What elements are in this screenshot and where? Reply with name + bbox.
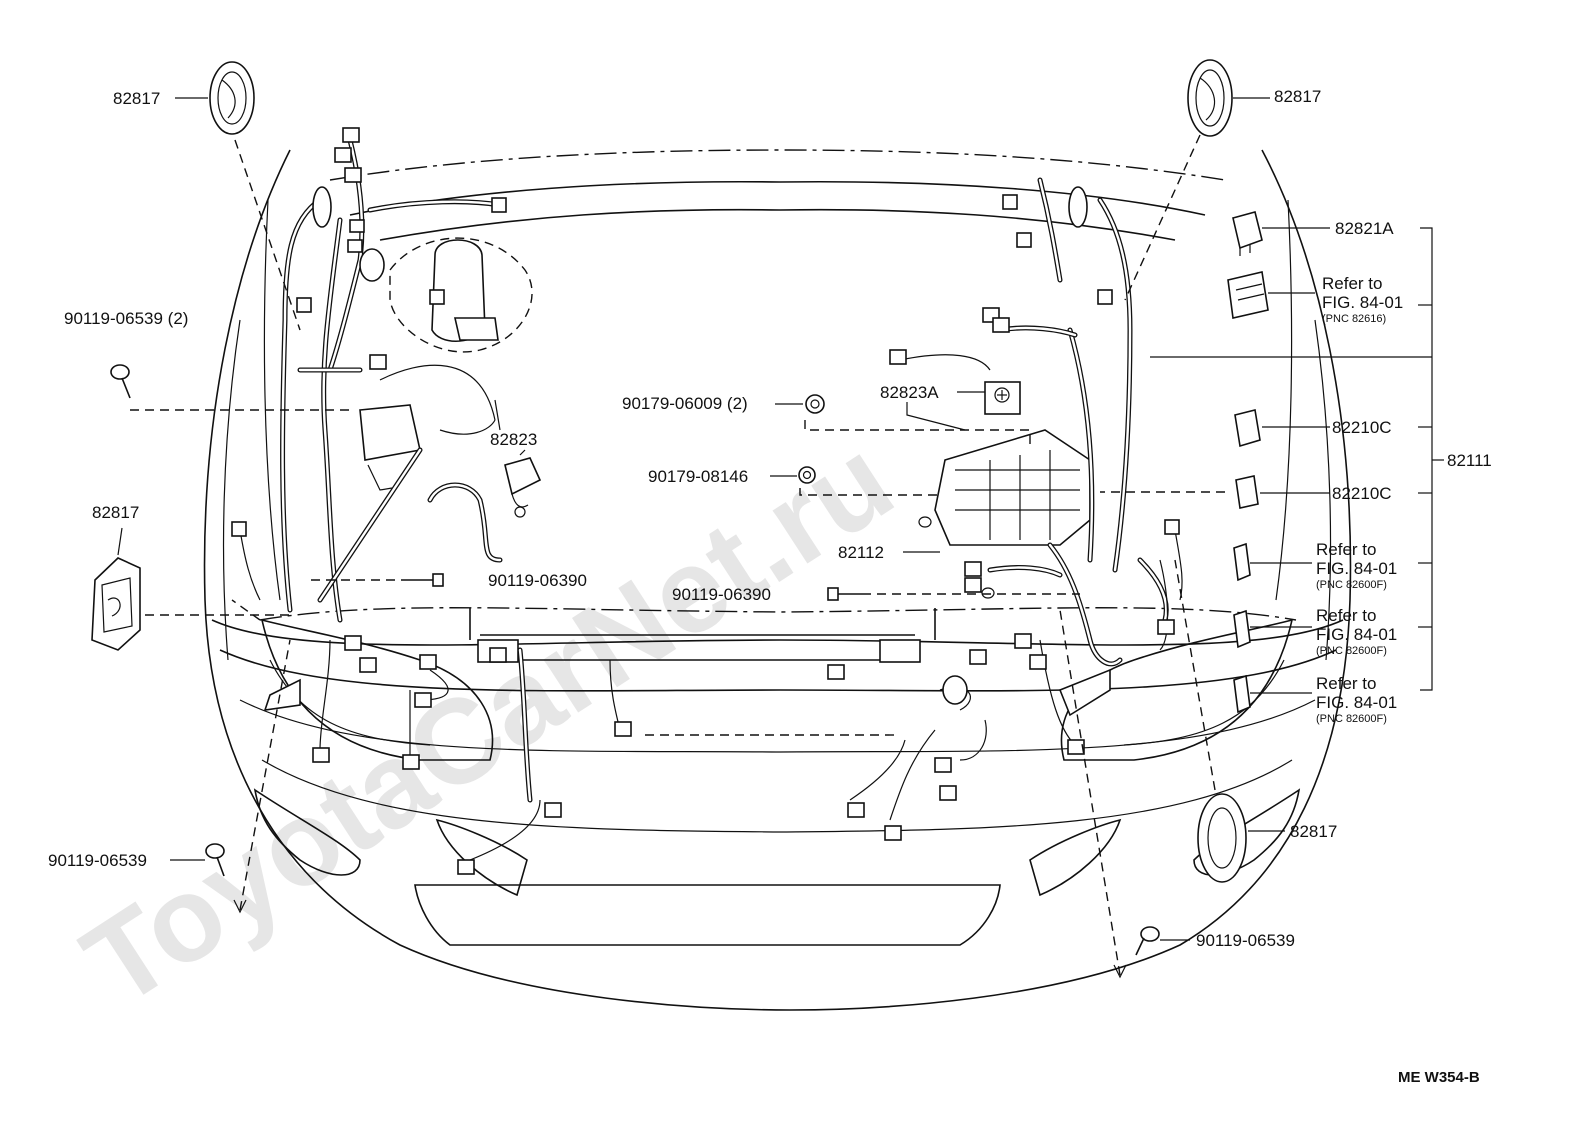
fuse-82600F-3-icon	[1233, 674, 1251, 714]
svg-text:(PNC 82600F): (PNC 82600F)	[1316, 713, 1387, 725]
svg-text:Refer to: Refer to	[1322, 274, 1382, 293]
connectors	[231, 127, 1180, 875]
refer-block-82616: Refer to FIG. 84-01 (PNC 82616)	[1322, 274, 1403, 325]
label-82112: 82112	[838, 543, 884, 562]
bolt-90119-06539-2-icon	[110, 364, 131, 399]
svg-text:FIG. 84-01: FIG. 84-01	[1316, 559, 1397, 578]
label-90119-06390-b: 90119-06390	[672, 585, 771, 604]
fuse-82210C-a-icon	[1234, 409, 1261, 448]
refer-block-82600F-2: Refer to FIG. 84-01 (PNC 82600F)	[1316, 606, 1397, 657]
bolt-90119-06539-right-icon	[1135, 926, 1160, 956]
label-82823: 82823	[490, 430, 537, 449]
label-90119-06539-right: 90119-06539	[1196, 931, 1295, 950]
svg-text:FIG. 84-01: FIG. 84-01	[1316, 625, 1397, 644]
grommet-82817-top-right-icon	[1187, 59, 1233, 137]
svg-text:(PNC 82600F): (PNC 82600F)	[1316, 579, 1387, 591]
leader-lines	[117, 97, 1444, 979]
figure-code: ME W354-B	[1398, 1069, 1480, 1086]
nut-90179-06009-icon	[805, 394, 825, 414]
bolt-90119-06390-b-icon	[827, 587, 862, 601]
car-body-outline	[203, 149, 1352, 1011]
svg-text:FIG. 84-01: FIG. 84-01	[1316, 693, 1397, 712]
label-82817-bottom-right: 82817	[1290, 822, 1337, 841]
svg-text:(PNC 82616): (PNC 82616)	[1322, 313, 1386, 325]
label-90119-06390-a: 90119-06390	[488, 571, 587, 590]
relay-82616-icon	[1227, 271, 1269, 319]
label-90119-06539-left: 90119-06539	[48, 851, 147, 870]
fuse-82600F-2-icon	[1233, 609, 1251, 649]
svg-text:Refer to: Refer to	[1316, 540, 1376, 559]
label-90179-06009-2: 90179-06009 (2)	[622, 394, 748, 413]
label-82823A: 82823A	[880, 383, 939, 402]
svg-text:Refer to: Refer to	[1316, 606, 1376, 625]
grommet-82817-bottom-right-icon	[1197, 793, 1247, 883]
label-90179-08146: 90179-08146	[648, 467, 748, 486]
fuse-82600F-1-icon	[1233, 542, 1251, 582]
bolt-90119-06390-a-icon	[410, 573, 444, 587]
label-82817-top-left: 82817	[113, 89, 160, 108]
refer-block-82600F-1: Refer to FIG. 84-01 (PNC 82600F)	[1316, 540, 1397, 591]
svg-text:Refer to: Refer to	[1316, 674, 1376, 693]
svg-text:(PNC 82600F): (PNC 82600F)	[1316, 645, 1387, 657]
svg-text:FIG. 84-01: FIG. 84-01	[1322, 293, 1403, 312]
label-82210C-a: 82210C	[1332, 418, 1392, 437]
grommet-82817-top-left-icon	[209, 61, 255, 135]
label-82817-mid-left: 82817	[92, 503, 139, 522]
bolt-90119-06539-left-icon	[205, 843, 225, 877]
label-82817-top-right: 82817	[1274, 87, 1321, 106]
nut-90179-08146-icon	[798, 466, 816, 484]
engine-bay	[263, 237, 1111, 717]
label-82210C-b: 82210C	[1332, 484, 1392, 503]
fuse-82210C-b-icon	[1235, 475, 1259, 509]
bracket-82817-mid-left-icon	[91, 557, 141, 651]
label-82821A: 82821A	[1335, 219, 1394, 238]
label-90119-06539-2: 90119-06539 (2)	[64, 309, 188, 328]
labels: 82817 82817 82817 82817 90119-06539 (2) …	[48, 87, 1492, 1086]
watermark: ToyotaCarNet.ru	[61, 412, 915, 1032]
refer-block-82600F-3: Refer to FIG. 84-01 (PNC 82600F)	[1316, 674, 1397, 725]
label-82111: 82111	[1447, 451, 1492, 470]
relay-82821A-icon	[1232, 211, 1263, 256]
